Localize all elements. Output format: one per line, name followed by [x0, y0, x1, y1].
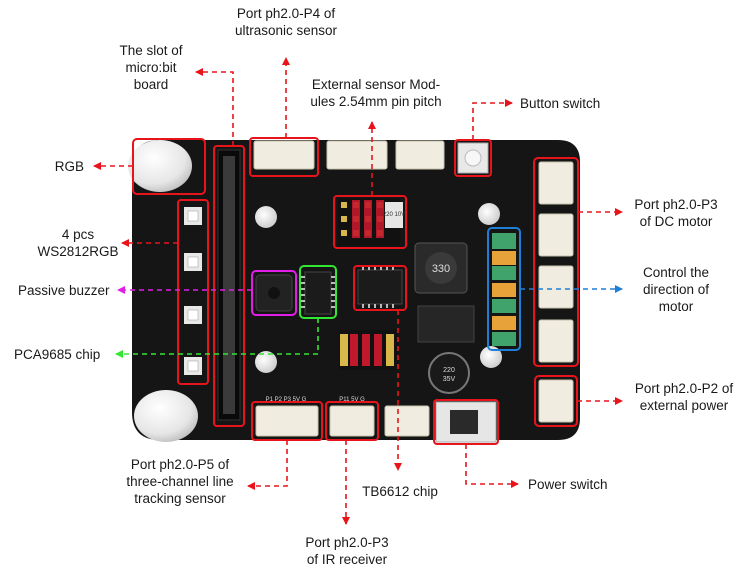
- label-power-switch: Power switch: [528, 477, 608, 492]
- ws2812-leds: [184, 207, 202, 375]
- pin-row-text: P1 P2 P3 5V G: [266, 397, 307, 403]
- rgb-led-bottom: [134, 390, 198, 442]
- label-tb6612: TB6612 chip: [362, 484, 438, 499]
- bottom-header: [339, 330, 399, 370]
- svg-text:35V: 35V: [443, 376, 456, 383]
- inductor-text: 330: [432, 263, 450, 275]
- direction-jumpers: [492, 233, 516, 346]
- label-button-switch: Button switch: [520, 96, 601, 111]
- label-passive-buzzer: Passive buzzer: [18, 283, 110, 298]
- svg-text:220: 220: [443, 367, 455, 374]
- cap-small-text: 220 10V: [383, 212, 405, 218]
- pin-row2-text: P11 5V G: [339, 397, 365, 403]
- connector-line-tracking: [255, 405, 319, 437]
- connector-ultrasonic: [253, 140, 315, 170]
- capacitor-large: [428, 352, 470, 394]
- label-external-sensor: External sensor Mod-ules 2.54mm pin pitc…: [310, 77, 442, 109]
- tb6612-chip: [357, 269, 403, 305]
- pca9685-chip: [304, 271, 332, 315]
- rgb-led-top: [128, 140, 192, 192]
- label-pca9685: PCA9685 chip: [14, 347, 101, 362]
- connector-bottom-3: [384, 405, 430, 437]
- label-rgb: RGB: [54, 159, 84, 174]
- connector-ir: [329, 405, 375, 437]
- connector-external-power: [538, 379, 574, 423]
- connector-top-right: [395, 140, 445, 170]
- connector-top-middle: [326, 140, 388, 170]
